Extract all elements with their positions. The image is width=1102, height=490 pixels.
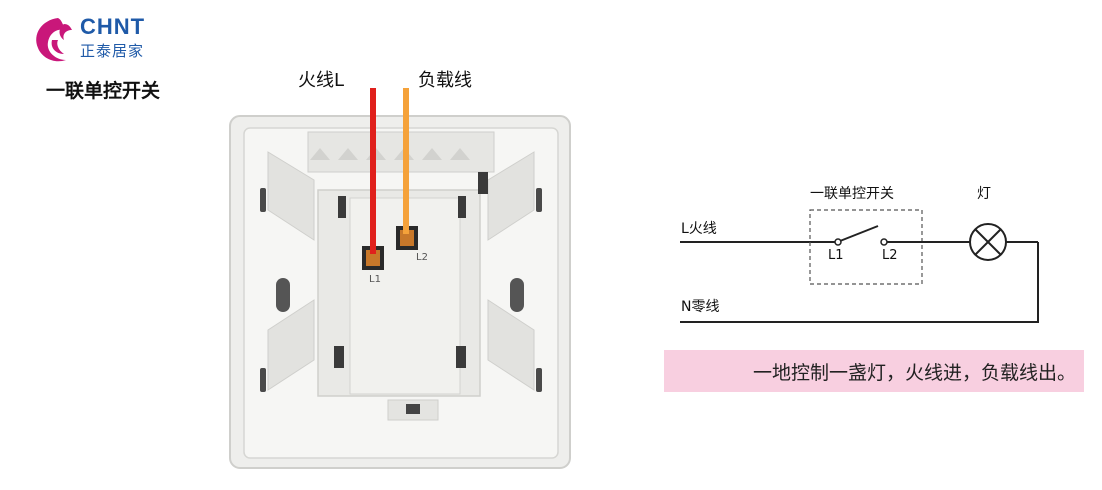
page-title: 一联单控开关 [46, 80, 161, 102]
live-wire-label: 火线L [298, 70, 345, 91]
terminal-l2-label: L2 [416, 252, 428, 263]
switch-dashed-box [809, 209, 923, 285]
diagram-live-line-label: L火线 [681, 221, 717, 237]
chnt-logo [36, 18, 72, 62]
diagram-neutral-line-label: N零线 [681, 299, 720, 315]
diagram-switch-title: 一联单控开关 [810, 186, 894, 202]
load-wire-label: 负载线 [418, 70, 472, 91]
live-wire [370, 88, 376, 254]
mounting-hole-left [276, 278, 290, 312]
caption-text: 一地控制一盏灯，火线进，负载线出。 [752, 361, 1076, 384]
switch-blade [839, 225, 879, 242]
caption-box: 一地控制一盏灯，火线进，负载线出。 [664, 350, 1084, 392]
diagram-terminal-l2: L2 [882, 248, 898, 263]
wiring-diagram [680, 209, 1039, 323]
brand-name-cn: 正泰居家 [80, 42, 145, 60]
terminal-l1 [362, 246, 384, 270]
switch-contact-l2 [880, 238, 888, 246]
mounting-hole-right [510, 278, 524, 312]
terminal-l1-label: L1 [369, 274, 381, 285]
switch-back-photo: L1 L2 [229, 88, 571, 469]
flame-logo-icon [36, 18, 72, 62]
brand-name-en: CHNT [80, 14, 146, 39]
diagram-lamp-title: 灯 [977, 186, 991, 202]
diagram-terminal-l1: L1 [828, 248, 844, 263]
switch-contact-l1 [834, 238, 842, 246]
load-wire [403, 88, 409, 234]
lamp-icon [969, 223, 1007, 261]
